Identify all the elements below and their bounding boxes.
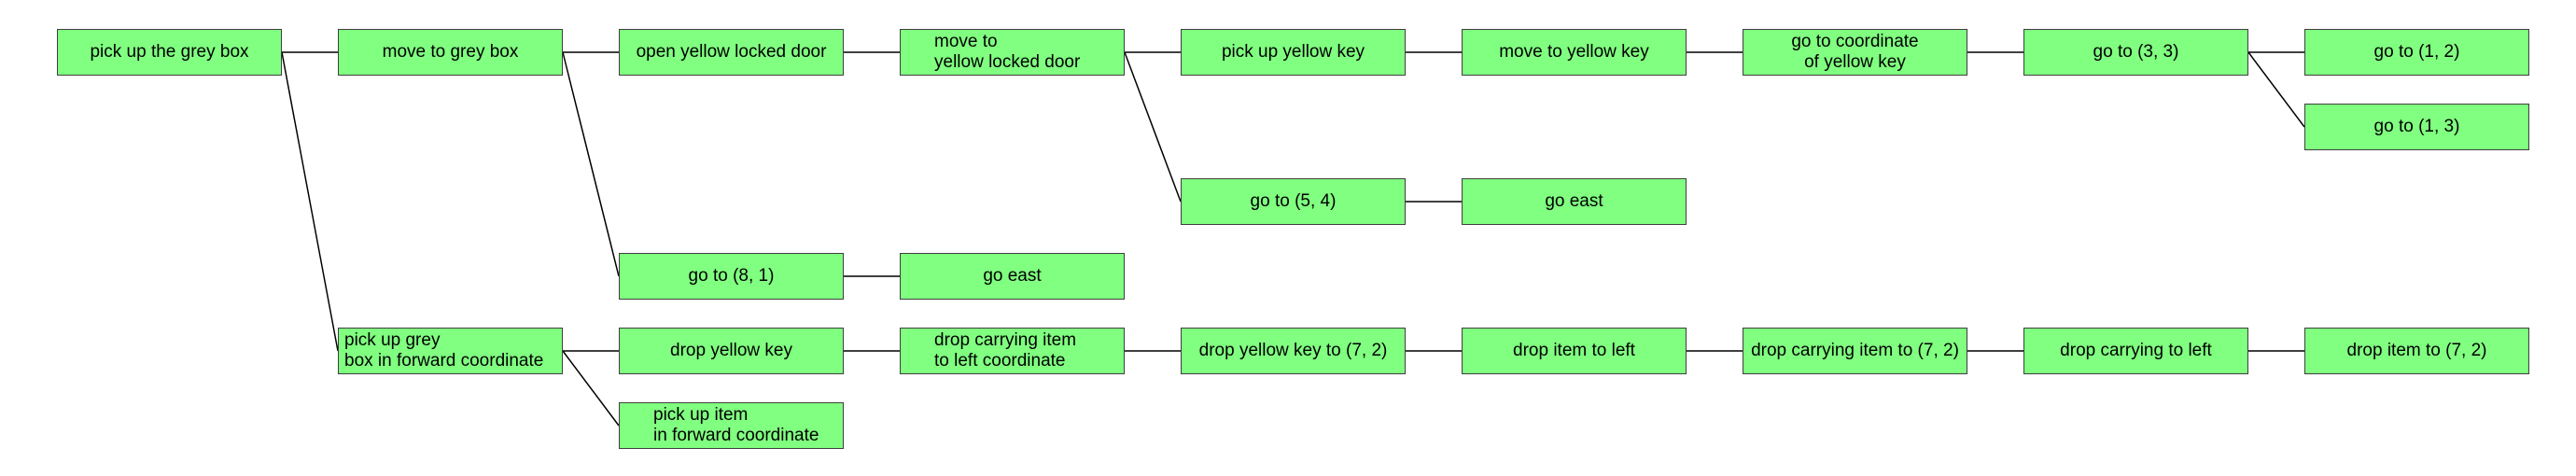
node-label: go to (8, 1) bbox=[688, 266, 775, 286]
node-drop-yellow-key: drop yellow key bbox=[619, 328, 844, 374]
node-move-to-grey-box: move to grey box bbox=[338, 29, 563, 76]
edge-n_goto_3_3-to-n_goto_1_3 bbox=[2247, 51, 2305, 128]
node-go-to-5-4: go to (5, 4) bbox=[1181, 178, 1406, 225]
node-move-to-yellow-locked-door: move to yellow locked door bbox=[900, 29, 1125, 76]
node-pick-up-grey-box-in-forward-coordinate: pick up grey box in forward coordinate bbox=[338, 328, 563, 374]
node-label: drop carrying item to left coordinate bbox=[934, 330, 1077, 371]
node-label: drop carrying item to (7, 2) bbox=[1751, 341, 1959, 360]
node-drop-carrying-item-to-left-coordinate: drop carrying item to left coordinate bbox=[900, 328, 1125, 374]
node-drop-item-to-left: drop item to left bbox=[1462, 328, 1687, 374]
node-label: go to (1, 3) bbox=[2373, 117, 2460, 136]
edge-n_pickup_grey_forward-to-n_pickup_item_forward bbox=[562, 350, 620, 427]
node-go-to-3-3: go to (3, 3) bbox=[2023, 29, 2248, 76]
node-label: pick up item in forward coordinate bbox=[653, 405, 819, 445]
node-pick-up-yellow-key: pick up yellow key bbox=[1181, 29, 1406, 76]
node-label: go east bbox=[1545, 191, 1603, 211]
node-pick-up-the-grey-box: pick up the grey box bbox=[57, 29, 282, 76]
node-label: move to grey box bbox=[382, 42, 519, 62]
node-go-to-1-3: go to (1, 3) bbox=[2304, 104, 2529, 150]
node-go-to-8-1: go to (8, 1) bbox=[619, 253, 844, 300]
node-label: drop carrying to left bbox=[2060, 341, 2212, 360]
node-label: go to coordinate of yellow key bbox=[1791, 32, 1919, 72]
node-label: go east bbox=[983, 266, 1042, 286]
node-label: go to (1, 2) bbox=[2373, 42, 2460, 62]
node-go-east: go east bbox=[1462, 178, 1687, 225]
node-label: drop yellow key to (7, 2) bbox=[1198, 341, 1388, 360]
node-label: drop yellow key bbox=[670, 341, 792, 360]
node-label: move to yellow key bbox=[1499, 42, 1649, 62]
node-label: pick up yellow key bbox=[1221, 42, 1365, 62]
node-label: go to (5, 4) bbox=[1250, 191, 1337, 211]
node-drop-carrying-item-to-7-2: drop carrying item to (7, 2) bbox=[1743, 328, 1967, 374]
node-move-to-yellow-key: move to yellow key bbox=[1462, 29, 1687, 76]
node-label: open yellow locked door bbox=[636, 42, 827, 62]
edge-n_move_yellow_door-to-n_goto_5_4 bbox=[1124, 51, 1182, 203]
node-label: drop item to (7, 2) bbox=[2346, 341, 2487, 360]
edge-n_root-to-n_pickup_grey_forward bbox=[281, 51, 339, 352]
node-label: move to yellow locked door bbox=[934, 32, 1081, 72]
node-open-yellow-locked-door: open yellow locked door bbox=[619, 29, 844, 76]
node-label: go to (3, 3) bbox=[2093, 42, 2179, 62]
node-go-east: go east bbox=[900, 253, 1125, 300]
node-label: drop item to left bbox=[1513, 341, 1635, 360]
node-label: pick up grey box in forward coordinate bbox=[344, 330, 544, 371]
node-drop-item-to-7-2: drop item to (7, 2) bbox=[2304, 328, 2529, 374]
node-label: pick up the grey box bbox=[90, 42, 249, 62]
node-go-to-coordinate-of-yellow-key: go to coordinate of yellow key bbox=[1743, 29, 1967, 76]
node-drop-yellow-key-to-7-2: drop yellow key to (7, 2) bbox=[1181, 328, 1406, 374]
node-go-to-1-2: go to (1, 2) bbox=[2304, 29, 2529, 76]
node-drop-carrying-to-left: drop carrying to left bbox=[2023, 328, 2248, 374]
node-pick-up-item-in-forward-coordinate: pick up item in forward coordinate bbox=[619, 402, 844, 449]
edge-n_move_grey_box-to-n_goto_8_1 bbox=[562, 51, 620, 277]
